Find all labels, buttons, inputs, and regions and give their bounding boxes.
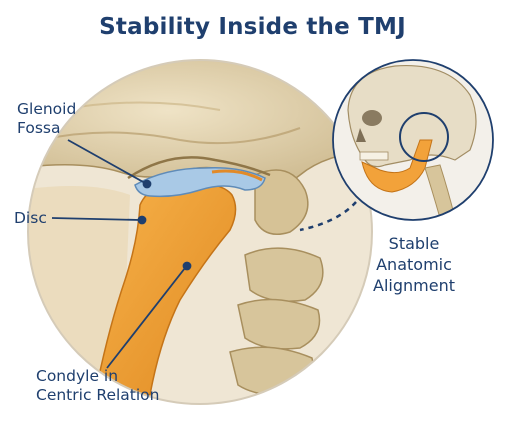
label-stable-alignment: Stable Anatomic Alignment [373,234,455,295]
label-condyle: Condyle in Centric Relation [36,367,160,404]
diagram-title: Stability Inside the TMJ [99,14,406,40]
articular-disc [134,166,266,198]
skull-inset [333,60,493,220]
tmj-focus-ring [399,112,449,162]
label-glenoid-fossa: Glenoid Fossa [17,100,77,137]
inset-border [332,59,494,221]
label-disc: Disc [14,209,47,227]
leader-lines [51,139,192,369]
